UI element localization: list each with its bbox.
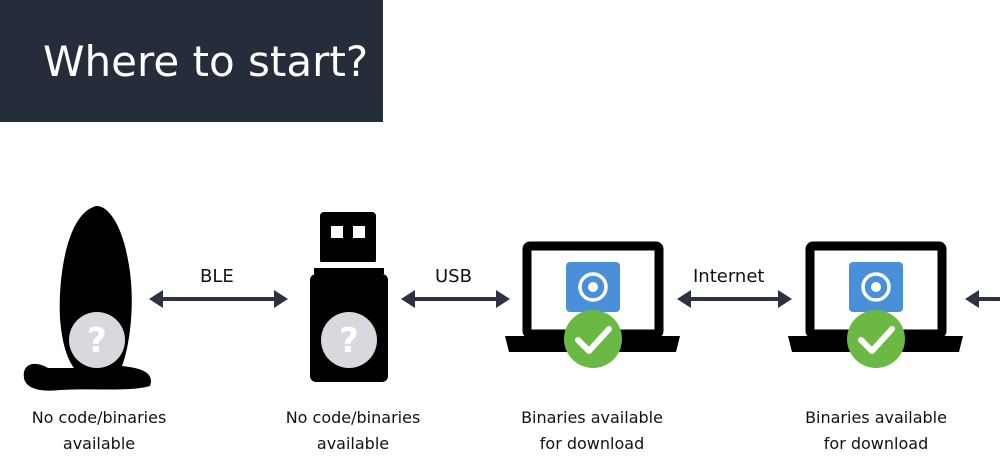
caption-line: available	[316, 434, 390, 453]
usb-dongle-caption: No code/binaries available	[268, 405, 438, 457]
checkmark-badge-icon	[564, 310, 622, 368]
usb-arrow	[401, 290, 510, 308]
caption-line: for download	[539, 434, 645, 453]
caption-line: available	[62, 434, 136, 453]
laptop-caption: Binaries available for download	[507, 405, 677, 457]
internet-arrow	[677, 290, 792, 308]
caption-line: Binaries available	[521, 408, 663, 427]
app-icon	[849, 262, 903, 312]
question-badge-icon: ?	[69, 312, 125, 368]
internet-label: Internet	[693, 266, 765, 287]
caption-line: No code/binaries	[285, 408, 421, 427]
caption-line: No code/binaries	[31, 408, 167, 427]
svg-text:?: ?	[87, 321, 107, 361]
ble-label: BLE	[200, 266, 234, 287]
laptop-caption: Binaries available for download	[791, 405, 961, 457]
toy-device-caption: No code/binaries available	[14, 405, 184, 457]
usb-label: USB	[435, 266, 472, 287]
offscreen-arrow	[965, 290, 1000, 308]
caption-line: Binaries available	[805, 408, 947, 427]
checkmark-badge-icon	[847, 310, 905, 368]
app-icon	[566, 262, 620, 312]
question-badge-icon: ?	[321, 312, 377, 368]
page-title: Where to start?	[43, 37, 369, 86]
title-banner: Where to start?	[0, 0, 383, 122]
caption-line: for download	[823, 434, 929, 453]
svg-text:?: ?	[339, 321, 359, 361]
ble-arrow	[149, 290, 288, 308]
